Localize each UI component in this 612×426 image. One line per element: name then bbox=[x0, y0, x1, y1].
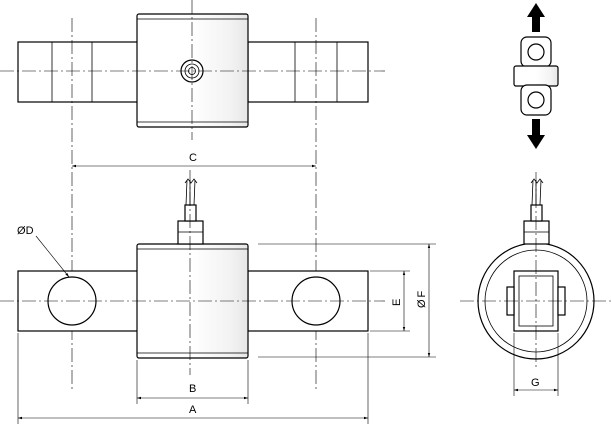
top-left-arm bbox=[17, 41, 139, 103]
cable-front bbox=[185, 179, 196, 206]
dimension-c-label: C bbox=[189, 152, 197, 164]
cable-side bbox=[531, 179, 542, 206]
top-right-arm bbox=[247, 41, 369, 103]
dimension-d-label: ØD bbox=[17, 225, 34, 237]
dimension-e-label: E bbox=[391, 299, 403, 306]
top-view bbox=[0, 0, 385, 170]
side-view bbox=[460, 172, 612, 370]
icon-body bbox=[513, 65, 559, 87]
diameter-symbol: Ø bbox=[17, 225, 26, 237]
cable-gland-front bbox=[177, 220, 204, 245]
arrow-up-icon bbox=[527, 3, 545, 32]
dimension-d-leader bbox=[35, 235, 70, 278]
dimension-a-label: A bbox=[189, 404, 197, 416]
dimension-f-letter: F bbox=[416, 290, 428, 297]
front-view bbox=[0, 170, 385, 390]
dimension-d-letter: D bbox=[26, 225, 34, 237]
arrow-down-icon bbox=[527, 119, 545, 149]
dimension-b-label: B bbox=[189, 383, 196, 395]
dimension-g-label: G bbox=[531, 377, 540, 389]
diameter-symbol: Ø bbox=[416, 299, 428, 308]
cable-gland-side bbox=[523, 220, 550, 245]
double-arrow-up-down-icon bbox=[513, 3, 559, 149]
dimension-f-label: ØF bbox=[416, 290, 428, 308]
